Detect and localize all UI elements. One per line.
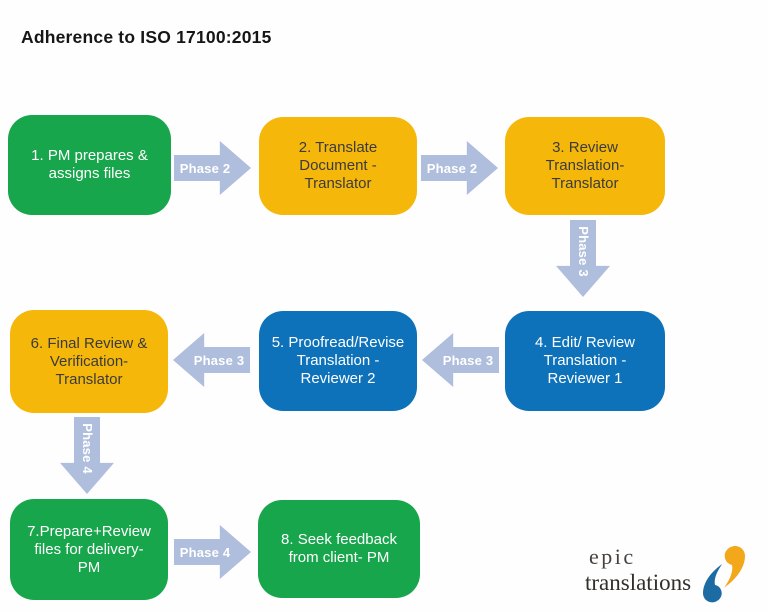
flow-step-4-text: 4. Edit/ Review (534, 334, 636, 351)
right-arrow-icon (174, 141, 252, 195)
arrow-label: Phase 2 (179, 160, 231, 176)
flow-step-2-box: 2. Translate Document - Translator (259, 117, 417, 215)
flow-step-8-box: 8. Seek feedback from client- PM (258, 500, 420, 598)
flow-step-2-text: Document - (299, 157, 377, 174)
right-arrow-icon (174, 525, 252, 579)
flow-step-3-text: 3. Review (552, 139, 618, 156)
flow-step-1-text: assigns files (48, 165, 131, 182)
flow-step-4-box: 4. Edit/ Review Translation - Reviewer 1 (505, 311, 665, 411)
arrow-label: Phase 3 (442, 352, 494, 368)
arrow-phase3-step3-to-step4: Phase 3 (555, 220, 611, 298)
arrow-phase3-step5-to-step6: Phase 3 (172, 332, 250, 388)
flow-step-8-text: 8. Seek feedback (281, 531, 397, 548)
flow-step-6-text: 6. Final Review & (30, 334, 148, 352)
flow-step-2-text: 2. Translate (298, 139, 378, 156)
logo-wordmark-epic: epic (589, 544, 636, 569)
flow-step-3-box: 3. Review Translation- Translator (505, 117, 665, 215)
arrow-label: Phase 4 (59, 417, 115, 495)
flow-step-1-text: 1. PM prepares & (31, 147, 148, 164)
arrow-phase3-step4-to-step5: Phase 3 (421, 332, 499, 388)
flow-step-7-box: 7.Prepare+Review files for delivery- PM (10, 499, 168, 600)
flow-step-5-text: Translation - (296, 352, 380, 369)
flow-step-4-text: Translation - (543, 352, 627, 369)
arrow-label: Phase 4 (179, 544, 231, 560)
right-arrow-icon (421, 141, 499, 195)
page-title: Adherence to ISO 17100:2015 (21, 27, 272, 47)
down-arrow-icon (60, 417, 114, 495)
flow-step-6-text: Verification- (49, 352, 129, 370)
arrow-label: Phase 2 (426, 160, 478, 176)
left-arrow-icon (172, 333, 250, 387)
arrow-phase2-step2-to-step3: Phase 2 (421, 140, 499, 196)
arrow-label: Phase 3 (193, 352, 245, 368)
arrow-label: Phase 3 (555, 220, 611, 298)
flow-step-5-text: 5. Proofread/Revise (271, 334, 405, 351)
flow-step-3-text: Translator (551, 175, 619, 192)
flow-step-5-box: 5. Proofread/Revise Translation - Review… (259, 311, 417, 411)
flow-step-8-text: from client- PM (288, 549, 390, 566)
flow-step-7-text: PM (77, 558, 101, 576)
flow-step-2-text: Translator (304, 175, 372, 192)
flow-step-5-text: Reviewer 2 (300, 370, 376, 387)
flow-step-3-text: Translation- (545, 157, 625, 174)
flow-step-1-box: 1. PM prepares & assigns files (8, 115, 171, 215)
flow-step-7-text: files for delivery- (34, 540, 144, 558)
arrow-phase2-step1-to-step2: Phase 2 (174, 140, 252, 196)
left-arrow-icon (421, 333, 499, 387)
logo-yellow-comma-icon (724, 546, 745, 588)
arrow-phase4-step6-to-step7: Phase 4 (59, 417, 115, 495)
flow-step-6-text: Translator (55, 370, 123, 388)
arrow-phase4-step7-to-step8: Phase 4 (174, 524, 252, 580)
flow-step-7-text: 7.Prepare+Review (27, 522, 151, 540)
logo-comma-marks-icon (703, 546, 745, 603)
logo-blue-comma-icon (703, 564, 723, 603)
down-arrow-icon (556, 220, 610, 298)
arrow-label-text: Phase 4 (79, 422, 95, 474)
flow-step-4-text: Reviewer 1 (547, 370, 623, 387)
flow-step-6-box: 6. Final Review & Verification- Translat… (10, 310, 168, 413)
arrow-label-text: Phase 3 (575, 225, 591, 277)
logo-wordmark-translations: translations (585, 570, 692, 595)
